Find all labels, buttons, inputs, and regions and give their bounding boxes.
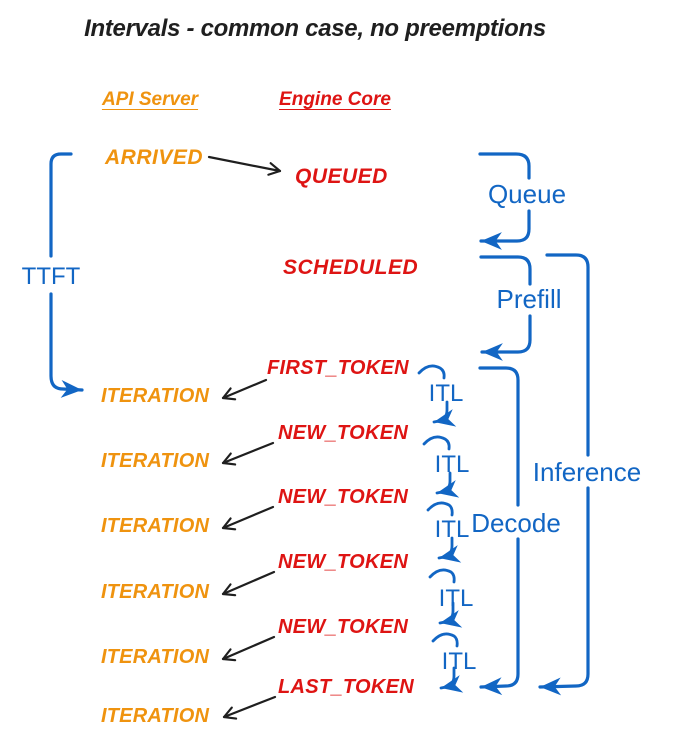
queue-bracket-arrow bbox=[479, 209, 531, 250]
event-scheduled: SCHEDULED bbox=[283, 256, 419, 279]
ttft-bracket-arrow bbox=[49, 292, 84, 398]
arrow-new-token-to-iteration bbox=[221, 441, 275, 466]
event-new-token: NEW_TOKEN bbox=[278, 616, 409, 638]
itl-open-curve bbox=[426, 501, 454, 517]
interval-ttft-label: TTFT bbox=[21, 263, 81, 290]
prefill-bracket-arrow bbox=[480, 314, 532, 361]
event-iteration: ITERATION bbox=[101, 705, 210, 727]
queue-bracket bbox=[478, 152, 531, 250]
interval-itl-label: ITL bbox=[441, 648, 477, 675]
ttft-bracket-top bbox=[49, 152, 73, 258]
event-iteration: ITERATION bbox=[101, 646, 210, 668]
decode-bracket bbox=[478, 366, 520, 696]
inference-bracket-arrow bbox=[538, 486, 590, 696]
decode-bracket-top bbox=[478, 366, 520, 507]
inference-bracket bbox=[538, 253, 590, 696]
itl-open-curve bbox=[422, 435, 451, 451]
itl-bracket-5 bbox=[431, 632, 464, 693]
itl-bracket-1 bbox=[417, 364, 457, 427]
interval-itl-label: ITL bbox=[434, 516, 470, 543]
interval-inference-label: Inference bbox=[532, 457, 642, 487]
itl-arrow bbox=[432, 400, 457, 427]
itl-bracket-4 bbox=[428, 568, 463, 628]
interval-itl-label: ITL bbox=[438, 585, 474, 612]
arrow-last-token-to-iteration bbox=[222, 695, 277, 720]
ttft-bracket bbox=[49, 152, 84, 398]
column-header-api-server: API Server bbox=[101, 89, 199, 110]
diagram-title: Intervals - common case, no preemptions bbox=[84, 15, 546, 42]
event-new-token: NEW_TOKEN bbox=[278, 422, 409, 444]
event-iteration: ITERATION bbox=[101, 450, 210, 472]
itl-arrow bbox=[439, 666, 464, 693]
itl-bracket-2 bbox=[422, 435, 460, 498]
itl-arrow bbox=[435, 471, 460, 498]
interval-prefill-label: Prefill bbox=[496, 284, 562, 314]
interval-queue-label: Queue bbox=[487, 179, 567, 209]
interval-decode-label: Decode bbox=[471, 508, 561, 538]
itl-brackets bbox=[417, 364, 464, 693]
event-first-token: FIRST_TOKEN bbox=[267, 357, 409, 379]
event-arrived: ARRIVED bbox=[105, 146, 204, 169]
event-new-token: NEW_TOKEN bbox=[278, 486, 409, 508]
arrow-arrived-to-queued bbox=[207, 155, 282, 176]
event-iteration: ITERATION bbox=[101, 581, 210, 603]
arrow-new-token-to-iteration bbox=[221, 635, 276, 662]
event-iteration: ITERATION bbox=[101, 385, 210, 407]
arrow-new-token-to-iteration bbox=[221, 505, 275, 531]
prefill-bracket-top bbox=[479, 255, 532, 286]
event-iteration: ITERATION bbox=[101, 515, 210, 537]
interval-itl-label: ITL bbox=[434, 451, 470, 478]
prefill-bracket bbox=[479, 255, 532, 361]
arrow-first-token-to-iteration bbox=[221, 378, 268, 401]
interval-itl-label: ITL bbox=[428, 380, 464, 407]
queue-bracket-top bbox=[478, 152, 531, 180]
itl-arrow bbox=[438, 601, 463, 628]
itl-arrow bbox=[437, 536, 462, 563]
event-transition-arrows bbox=[207, 155, 282, 720]
event-queued: QUEUED bbox=[295, 165, 388, 188]
itl-open-curve bbox=[417, 364, 446, 380]
column-header-engine-core: Engine Core bbox=[279, 89, 391, 110]
itl-bracket-3 bbox=[426, 501, 462, 563]
event-last-token: LAST_TOKEN bbox=[278, 676, 414, 698]
interval-brackets bbox=[49, 152, 590, 696]
event-new-token: NEW_TOKEN bbox=[278, 551, 409, 573]
inference-bracket-top bbox=[545, 253, 590, 457]
itl-open-curve bbox=[428, 568, 456, 584]
decode-bracket-arrow bbox=[479, 537, 520, 696]
arrow-new-token-to-iteration bbox=[221, 570, 276, 597]
itl-open-curve bbox=[431, 632, 459, 648]
